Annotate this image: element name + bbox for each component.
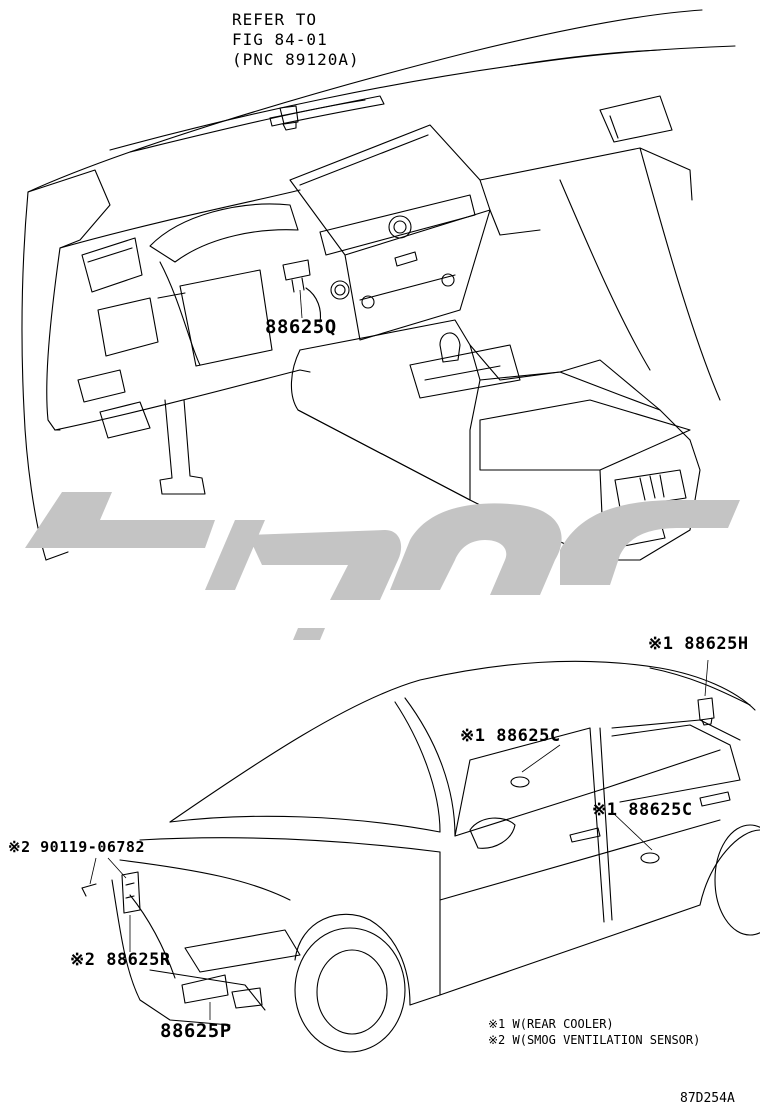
part-label-88625h: ※1 88625H: [648, 634, 749, 654]
figure-code: 87D254A: [680, 1091, 735, 1106]
dashboard-illustration: [21, 9, 736, 561]
reference-line-2: FIG 84-01: [232, 30, 328, 49]
footnote-2: ※2 W(SMOG VENTILATION SENSOR): [488, 1033, 701, 1047]
part-label-88625q: 88625Q: [265, 316, 337, 338]
watermark-logo: [25, 492, 740, 640]
part-label-88625r: ※2 88625R: [70, 950, 171, 970]
part-label-88625c-door: ※1 88625C: [592, 800, 693, 820]
car-illustration: [81, 289, 760, 1053]
reference-line-3: (PNC 89120A): [232, 50, 360, 69]
reference-line-1: REFER TO: [232, 10, 318, 29]
part-label-88625c-roof: ※1 88625C: [460, 726, 561, 746]
part-label-90119: ※2 90119-06782: [8, 838, 145, 856]
part-label-88625p: 88625P: [160, 1020, 232, 1042]
footnote-1: ※1 W(REAR COOLER): [488, 1017, 614, 1031]
